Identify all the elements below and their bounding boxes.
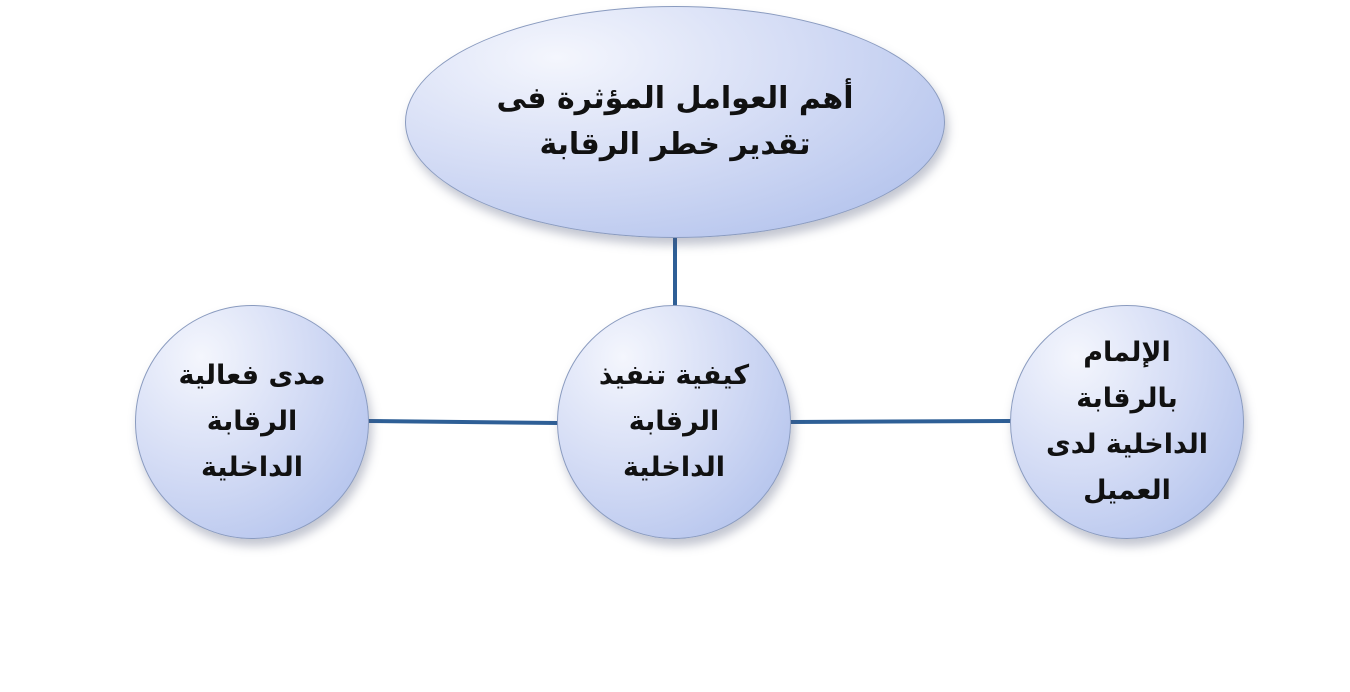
root-node-label: أهم العوامل المؤثرة فى تقدير خطر الرقابة xyxy=(496,81,854,162)
child-node-internal-control-implementation: كيفية تنفيذ الرقابة الداخلية xyxy=(557,305,791,539)
child-node-label: كيفية تنفيذ الرقابة الداخلية xyxy=(598,360,750,483)
child-node-internal-control-knowledge: الإلمام بالرقابة الداخلية لدى العميل xyxy=(1010,305,1244,539)
connector-left-to-center xyxy=(367,419,559,425)
child-node-label: مدى فعالية الرقابة الداخلية xyxy=(178,360,326,483)
child-node-label: الإلمام بالرقابة الداخلية لدى العميل xyxy=(1046,337,1208,506)
connector-center-to-right xyxy=(789,419,1012,424)
child-node-internal-control-effectiveness: مدى فعالية الرقابة الداخلية xyxy=(135,305,369,539)
root-node: أهم العوامل المؤثرة فى تقدير خطر الرقابة xyxy=(405,6,945,238)
